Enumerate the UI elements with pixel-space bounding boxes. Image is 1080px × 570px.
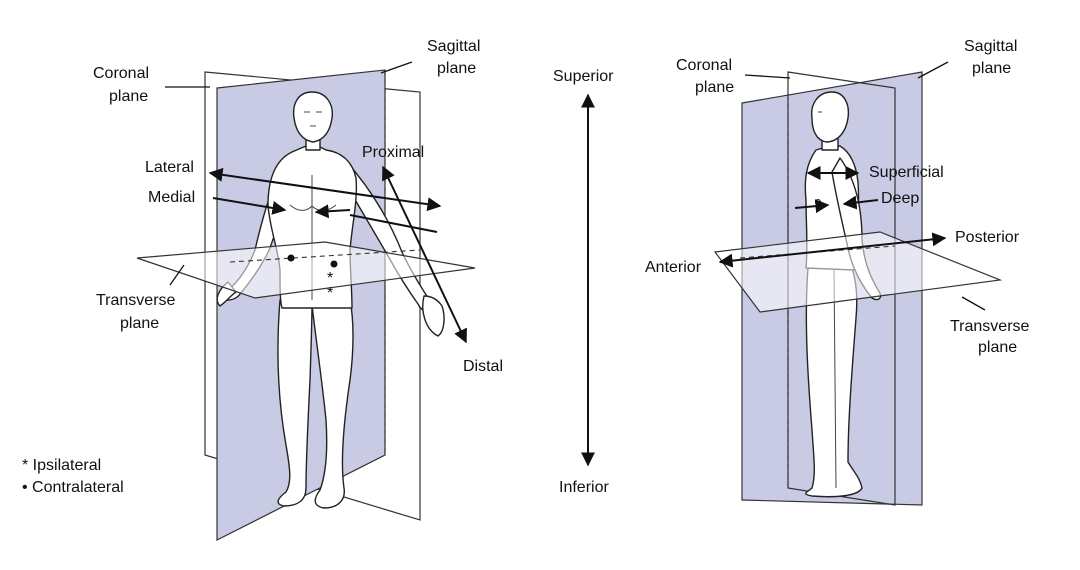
side-transverse-label-2: plane bbox=[978, 339, 1017, 356]
legend: * Ipsilateral • Contralateral bbox=[22, 457, 124, 496]
side-head bbox=[811, 91, 850, 143]
proximal-distal-arrow bbox=[382, 165, 467, 344]
front-transverse-leader bbox=[169, 264, 185, 286]
superior-inferior-axis: Superior Inferior bbox=[553, 68, 614, 496]
front-transverse-label-2: plane bbox=[120, 315, 159, 332]
ipsilateral-star-2: * bbox=[327, 285, 333, 302]
front-left-leg bbox=[277, 299, 313, 507]
superior-label: Superior bbox=[553, 68, 614, 85]
medial-label: Medial bbox=[148, 189, 195, 206]
side-coronal-label-2: plane bbox=[695, 79, 734, 96]
front-sagittal-label-2: plane bbox=[437, 60, 476, 77]
side-navel-marker bbox=[815, 199, 821, 205]
side-coronal-label-1: Coronal bbox=[676, 57, 732, 74]
medial-arrow-right bbox=[314, 204, 351, 219]
anterior-posterior-arrow bbox=[718, 232, 947, 268]
side-transverse-label-1: Transverse bbox=[950, 318, 1030, 335]
front-transverse-label-1: Transverse bbox=[96, 292, 176, 309]
deep-arrow-left bbox=[794, 199, 830, 214]
front-right-leg bbox=[311, 299, 354, 509]
front-transverse-dash bbox=[229, 249, 421, 263]
lateral-label: Lateral bbox=[145, 159, 194, 176]
posterior-label: Posterior bbox=[955, 229, 1020, 246]
side-leg bbox=[804, 267, 863, 498]
front-head bbox=[292, 91, 333, 143]
front-sagittal-leader bbox=[380, 61, 413, 74]
front-figure-group: * * Coronal plane Sagittal plane Lateral… bbox=[93, 38, 503, 541]
proximal-label: Proximal bbox=[362, 144, 424, 161]
anterior-label: Anterior bbox=[645, 259, 702, 276]
side-sagittal-leader bbox=[917, 61, 949, 79]
side-sagittal-label-2: plane bbox=[972, 60, 1011, 77]
front-coronal-label-2: plane bbox=[109, 88, 148, 105]
side-figure-group: Coronal plane Sagittal plane Superficial… bbox=[645, 38, 1030, 506]
contralateral-dot-right bbox=[330, 260, 338, 268]
legend-contralateral: • Contralateral bbox=[22, 479, 124, 496]
side-coronal-leader bbox=[744, 74, 791, 79]
side-leg-line bbox=[833, 269, 837, 489]
inferior-label: Inferior bbox=[559, 479, 609, 496]
front-sagittal-label-1: Sagittal bbox=[427, 38, 480, 55]
superficial-label: Superficial bbox=[869, 164, 944, 181]
ipsilateral-star-1: * bbox=[327, 270, 333, 287]
legend-ipsilateral: * Ipsilateral bbox=[22, 457, 101, 474]
front-right-hand bbox=[422, 295, 445, 337]
side-transverse-leader bbox=[961, 296, 986, 311]
side-sagittal-label-1: Sagittal bbox=[964, 38, 1017, 55]
front-face-details bbox=[304, 111, 322, 127]
deep-label: Deep bbox=[881, 190, 919, 207]
front-transverse-plane bbox=[136, 241, 476, 299]
side-arm bbox=[831, 157, 882, 301]
medial-arrow-left bbox=[212, 197, 287, 215]
distal-label: Distal bbox=[463, 358, 503, 375]
contralateral-dot-left bbox=[287, 254, 295, 262]
deep-arrow-right bbox=[842, 195, 879, 210]
front-coronal-label-1: Coronal bbox=[93, 65, 149, 82]
